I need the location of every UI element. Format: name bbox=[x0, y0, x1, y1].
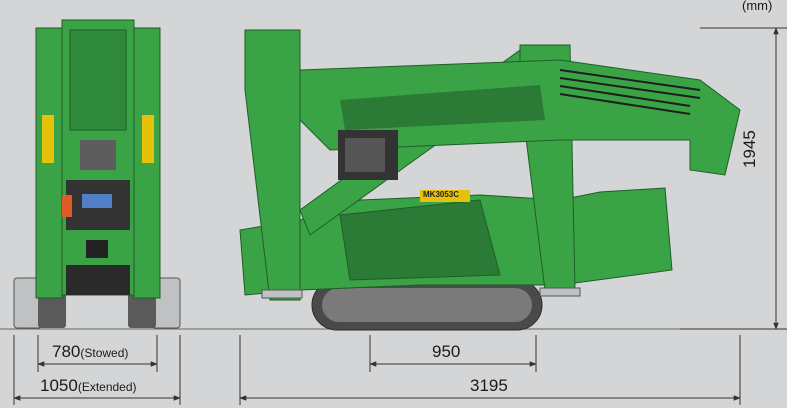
side-view bbox=[239, 29, 741, 331]
dim-stowed-width: 780(Stowed) bbox=[52, 342, 128, 362]
dim-stowed-value: 780 bbox=[52, 342, 81, 361]
dim-extended-width: 1050(Extended) bbox=[40, 376, 137, 396]
front-view bbox=[13, 19, 181, 329]
dim-overall-length: 3195 bbox=[470, 376, 508, 395]
dim-wheelbase: 950 bbox=[432, 342, 461, 361]
dim-height: 1945 bbox=[740, 130, 759, 168]
dim-extended-note: (Extended) bbox=[77, 380, 137, 394]
units-label: (mm) bbox=[742, 0, 773, 13]
dim-stowed-note: (Stowed) bbox=[80, 346, 129, 360]
dimension-lines bbox=[13, 27, 787, 405]
model-decal: MK3053C bbox=[423, 190, 460, 199]
dim-extended-value: 1050 bbox=[40, 376, 78, 395]
